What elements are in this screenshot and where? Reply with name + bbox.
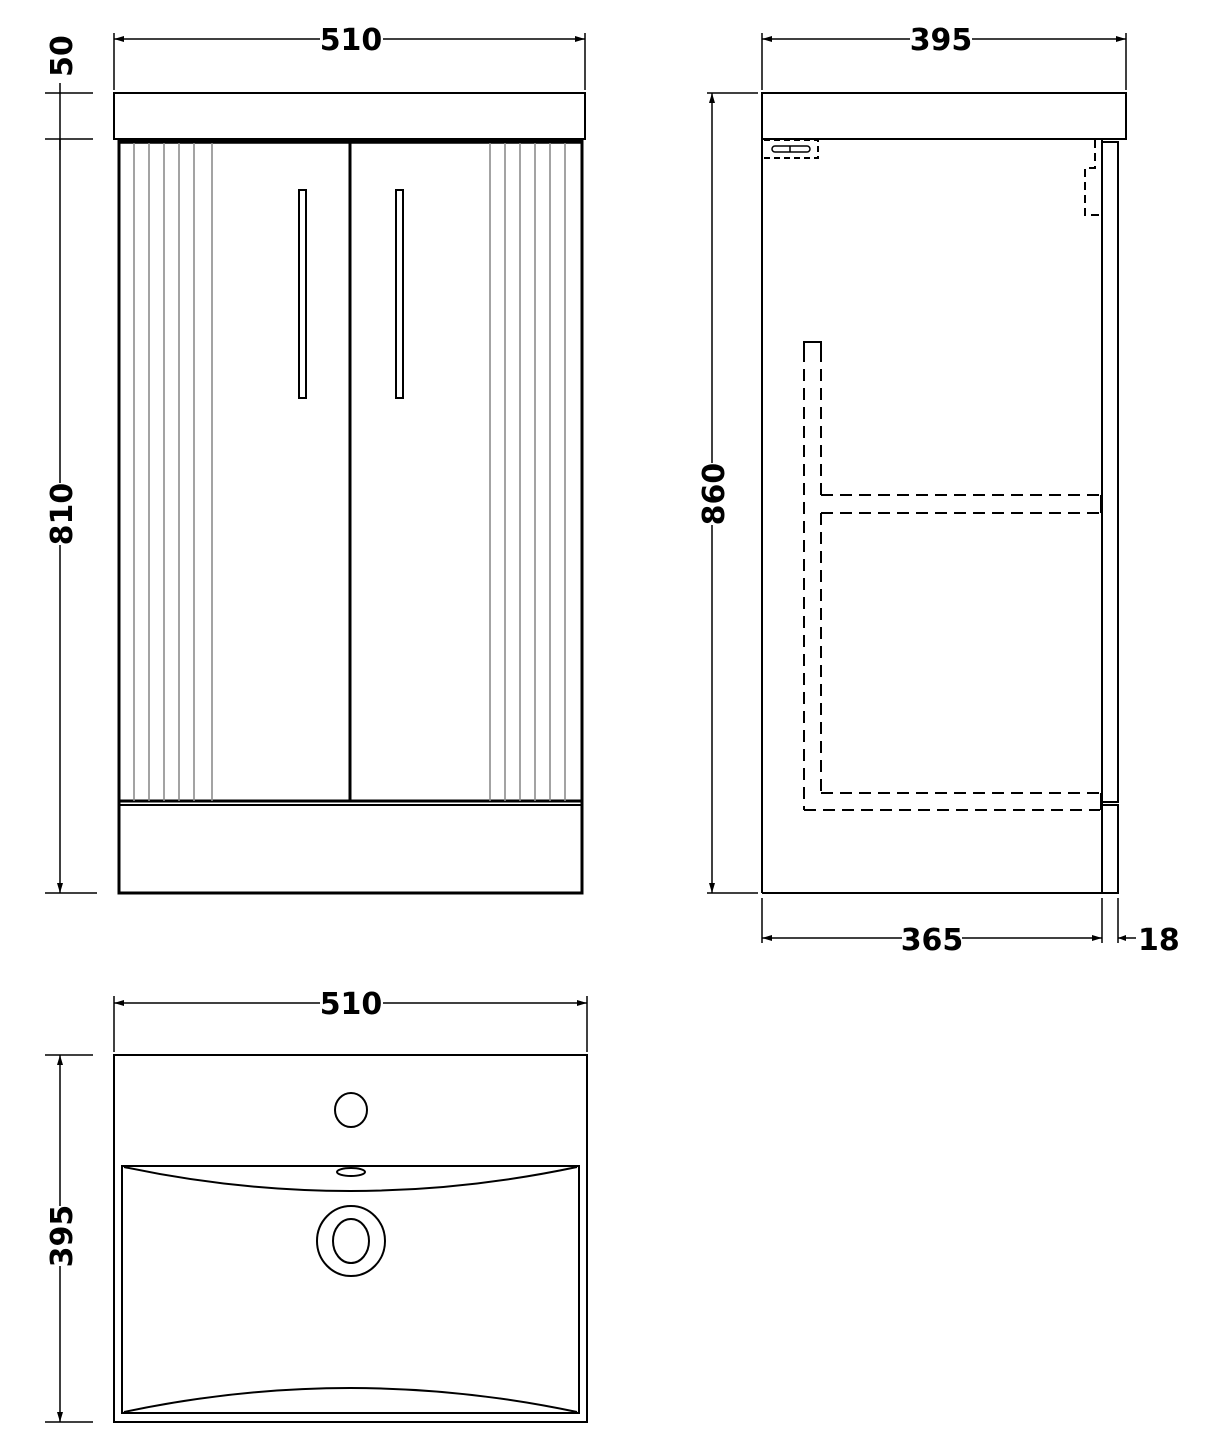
- side-depth-label: 395: [910, 23, 973, 58]
- side-view: 395 860: [697, 23, 1180, 958]
- side-height-label: 860: [697, 463, 732, 526]
- door-edge: [1101, 141, 1119, 803]
- basin-side: [761, 92, 1127, 140]
- bowl-front-curve: [123, 1387, 578, 1413]
- side-door-thickness-label: 18: [1138, 923, 1180, 958]
- top-width-dimension: 510: [113, 987, 588, 1052]
- right-door-handle: [395, 189, 404, 399]
- left-door-flutes: [133, 143, 213, 801]
- internal-shelves-hidden: [803, 341, 1102, 811]
- top-depth-dimension: 395: [45, 1054, 93, 1423]
- right-door-flutes: [489, 143, 566, 801]
- front-cabinet-height-label: 810: [45, 483, 80, 546]
- top-depth-label: 395: [45, 1205, 80, 1268]
- hinge-hidden: [1084, 140, 1102, 216]
- left-door-handle: [298, 189, 307, 399]
- tap-hole: [334, 1092, 368, 1128]
- side-height-dimension: 860: [697, 92, 758, 894]
- front-view: 510 50 810: [45, 23, 586, 895]
- bowl-back-curve: [123, 1166, 578, 1192]
- top-view: 510 395: [45, 987, 588, 1423]
- top-width-label: 510: [320, 987, 383, 1022]
- front-cabinet-height-dimension: 810: [45, 139, 97, 894]
- waste-inner: [332, 1218, 370, 1264]
- side-depth-dimension: 395: [761, 23, 1127, 90]
- side-carcass-depth-label: 365: [901, 923, 964, 958]
- plinth-edge: [1101, 804, 1119, 894]
- front-width-dimension: 510: [113, 23, 586, 90]
- side-door-thickness-dimension: 18: [1118, 923, 1180, 958]
- basin-bowl: [121, 1165, 580, 1414]
- waste-outer: [316, 1205, 386, 1277]
- front-width-label: 510: [320, 23, 383, 58]
- side-carcass-depth-dimension: 365: [761, 898, 1119, 958]
- wall-bracket-hidden: [764, 139, 819, 159]
- overflow-slot: [336, 1167, 366, 1177]
- front-basin-height-dimension: 50: [45, 35, 93, 150]
- basin-top-outline: [113, 1054, 588, 1423]
- basin-front: [113, 92, 586, 140]
- front-basin-height-label: 50: [45, 35, 80, 77]
